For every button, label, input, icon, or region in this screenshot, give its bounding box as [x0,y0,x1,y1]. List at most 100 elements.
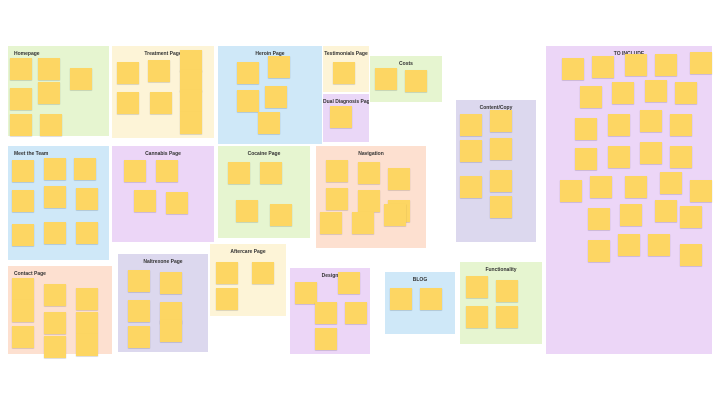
sticky-note[interactable] [44,222,66,244]
sticky-note[interactable] [134,190,156,212]
sticky-note[interactable] [655,54,677,76]
sticky-note[interactable] [117,92,139,114]
sticky-note[interactable] [640,110,662,132]
sticky-note[interactable] [490,196,512,218]
sticky-note[interactable] [580,86,602,108]
sticky-note[interactable] [405,70,427,92]
sticky-note[interactable] [44,284,66,306]
sticky-note[interactable] [76,312,98,334]
sticky-note[interactable] [358,190,380,212]
sticky-note[interactable] [645,80,667,102]
sticky-note[interactable] [180,50,202,72]
sticky-note[interactable] [10,114,32,136]
sticky-note[interactable] [562,58,584,80]
sticky-note[interactable] [76,188,98,210]
sticky-note[interactable] [388,168,410,190]
sticky-note[interactable] [612,82,634,104]
sticky-note[interactable] [496,280,518,302]
sticky-note[interactable] [216,288,238,310]
sticky-note[interactable] [128,270,150,292]
sticky-note[interactable] [333,62,355,84]
sticky-note[interactable] [460,176,482,198]
sticky-note[interactable] [40,114,62,136]
sticky-note[interactable] [258,112,280,134]
sticky-note[interactable] [680,206,702,228]
sticky-note[interactable] [260,162,282,184]
sticky-note[interactable] [670,146,692,168]
sticky-note[interactable] [44,186,66,208]
sticky-note[interactable] [237,62,259,84]
sticky-note[interactable] [268,56,290,78]
sticky-note[interactable] [590,176,612,198]
sticky-note[interactable] [338,272,360,294]
sticky-note[interactable] [588,208,610,230]
sticky-note[interactable] [12,160,34,182]
sticky-note[interactable] [12,326,34,348]
sticky-note[interactable] [640,142,662,164]
sticky-note[interactable] [160,320,182,342]
sticky-note[interactable] [420,288,442,310]
sticky-note[interactable] [44,336,66,358]
sticky-note[interactable] [560,180,582,202]
sticky-note[interactable] [160,272,182,294]
sticky-note[interactable] [608,146,630,168]
sticky-note[interactable] [625,176,647,198]
sticky-note[interactable] [680,244,702,266]
sticky-note[interactable] [228,162,250,184]
sticky-note[interactable] [44,158,66,180]
sticky-note[interactable] [236,200,258,222]
sticky-note[interactable] [358,162,380,184]
sticky-note[interactable] [76,288,98,310]
sticky-note[interactable] [648,234,670,256]
sticky-note[interactable] [150,92,172,114]
sticky-note[interactable] [375,68,397,90]
sticky-note[interactable] [38,58,60,80]
sticky-note[interactable] [384,204,406,226]
sticky-note[interactable] [270,204,292,226]
sticky-note[interactable] [496,306,518,328]
sticky-note[interactable] [690,180,712,202]
sticky-note[interactable] [618,234,640,256]
sticky-note[interactable] [12,190,34,212]
sticky-note[interactable] [12,224,34,246]
sticky-note[interactable] [295,282,317,304]
sticky-note[interactable] [128,300,150,322]
sticky-note[interactable] [466,276,488,298]
sticky-note[interactable] [326,188,348,210]
sticky-note[interactable] [38,82,60,104]
sticky-note[interactable] [216,262,238,284]
sticky-note[interactable] [490,138,512,160]
sticky-note[interactable] [148,60,170,82]
sticky-note[interactable] [460,140,482,162]
sticky-note[interactable] [588,240,610,262]
sticky-note[interactable] [326,160,348,182]
sticky-note[interactable] [608,114,630,136]
sticky-note[interactable] [315,302,337,324]
sticky-note[interactable] [237,90,259,112]
sticky-note[interactable] [660,172,682,194]
sticky-note[interactable] [70,68,92,90]
sticky-note[interactable] [675,82,697,104]
sticky-note[interactable] [76,222,98,244]
sticky-note[interactable] [160,302,182,324]
sticky-note[interactable] [352,212,374,234]
sticky-note[interactable] [117,62,139,84]
sticky-note[interactable] [620,204,642,226]
sticky-note[interactable] [265,86,287,108]
sticky-note[interactable] [655,200,677,222]
sticky-note[interactable] [345,302,367,324]
sticky-note[interactable] [625,54,647,76]
section-cocaine[interactable]: Cocaine Page [218,146,310,238]
sticky-note[interactable] [592,56,614,78]
sticky-note[interactable] [128,326,150,348]
sticky-note[interactable] [10,88,32,110]
sticky-note[interactable] [166,192,188,214]
sticky-note[interactable] [76,334,98,356]
sticky-note[interactable] [575,118,597,140]
sticky-note[interactable] [460,114,482,136]
sticky-note[interactable] [490,170,512,192]
sticky-note[interactable] [44,312,66,334]
sticky-note[interactable] [690,52,712,74]
sticky-note[interactable] [180,90,202,112]
